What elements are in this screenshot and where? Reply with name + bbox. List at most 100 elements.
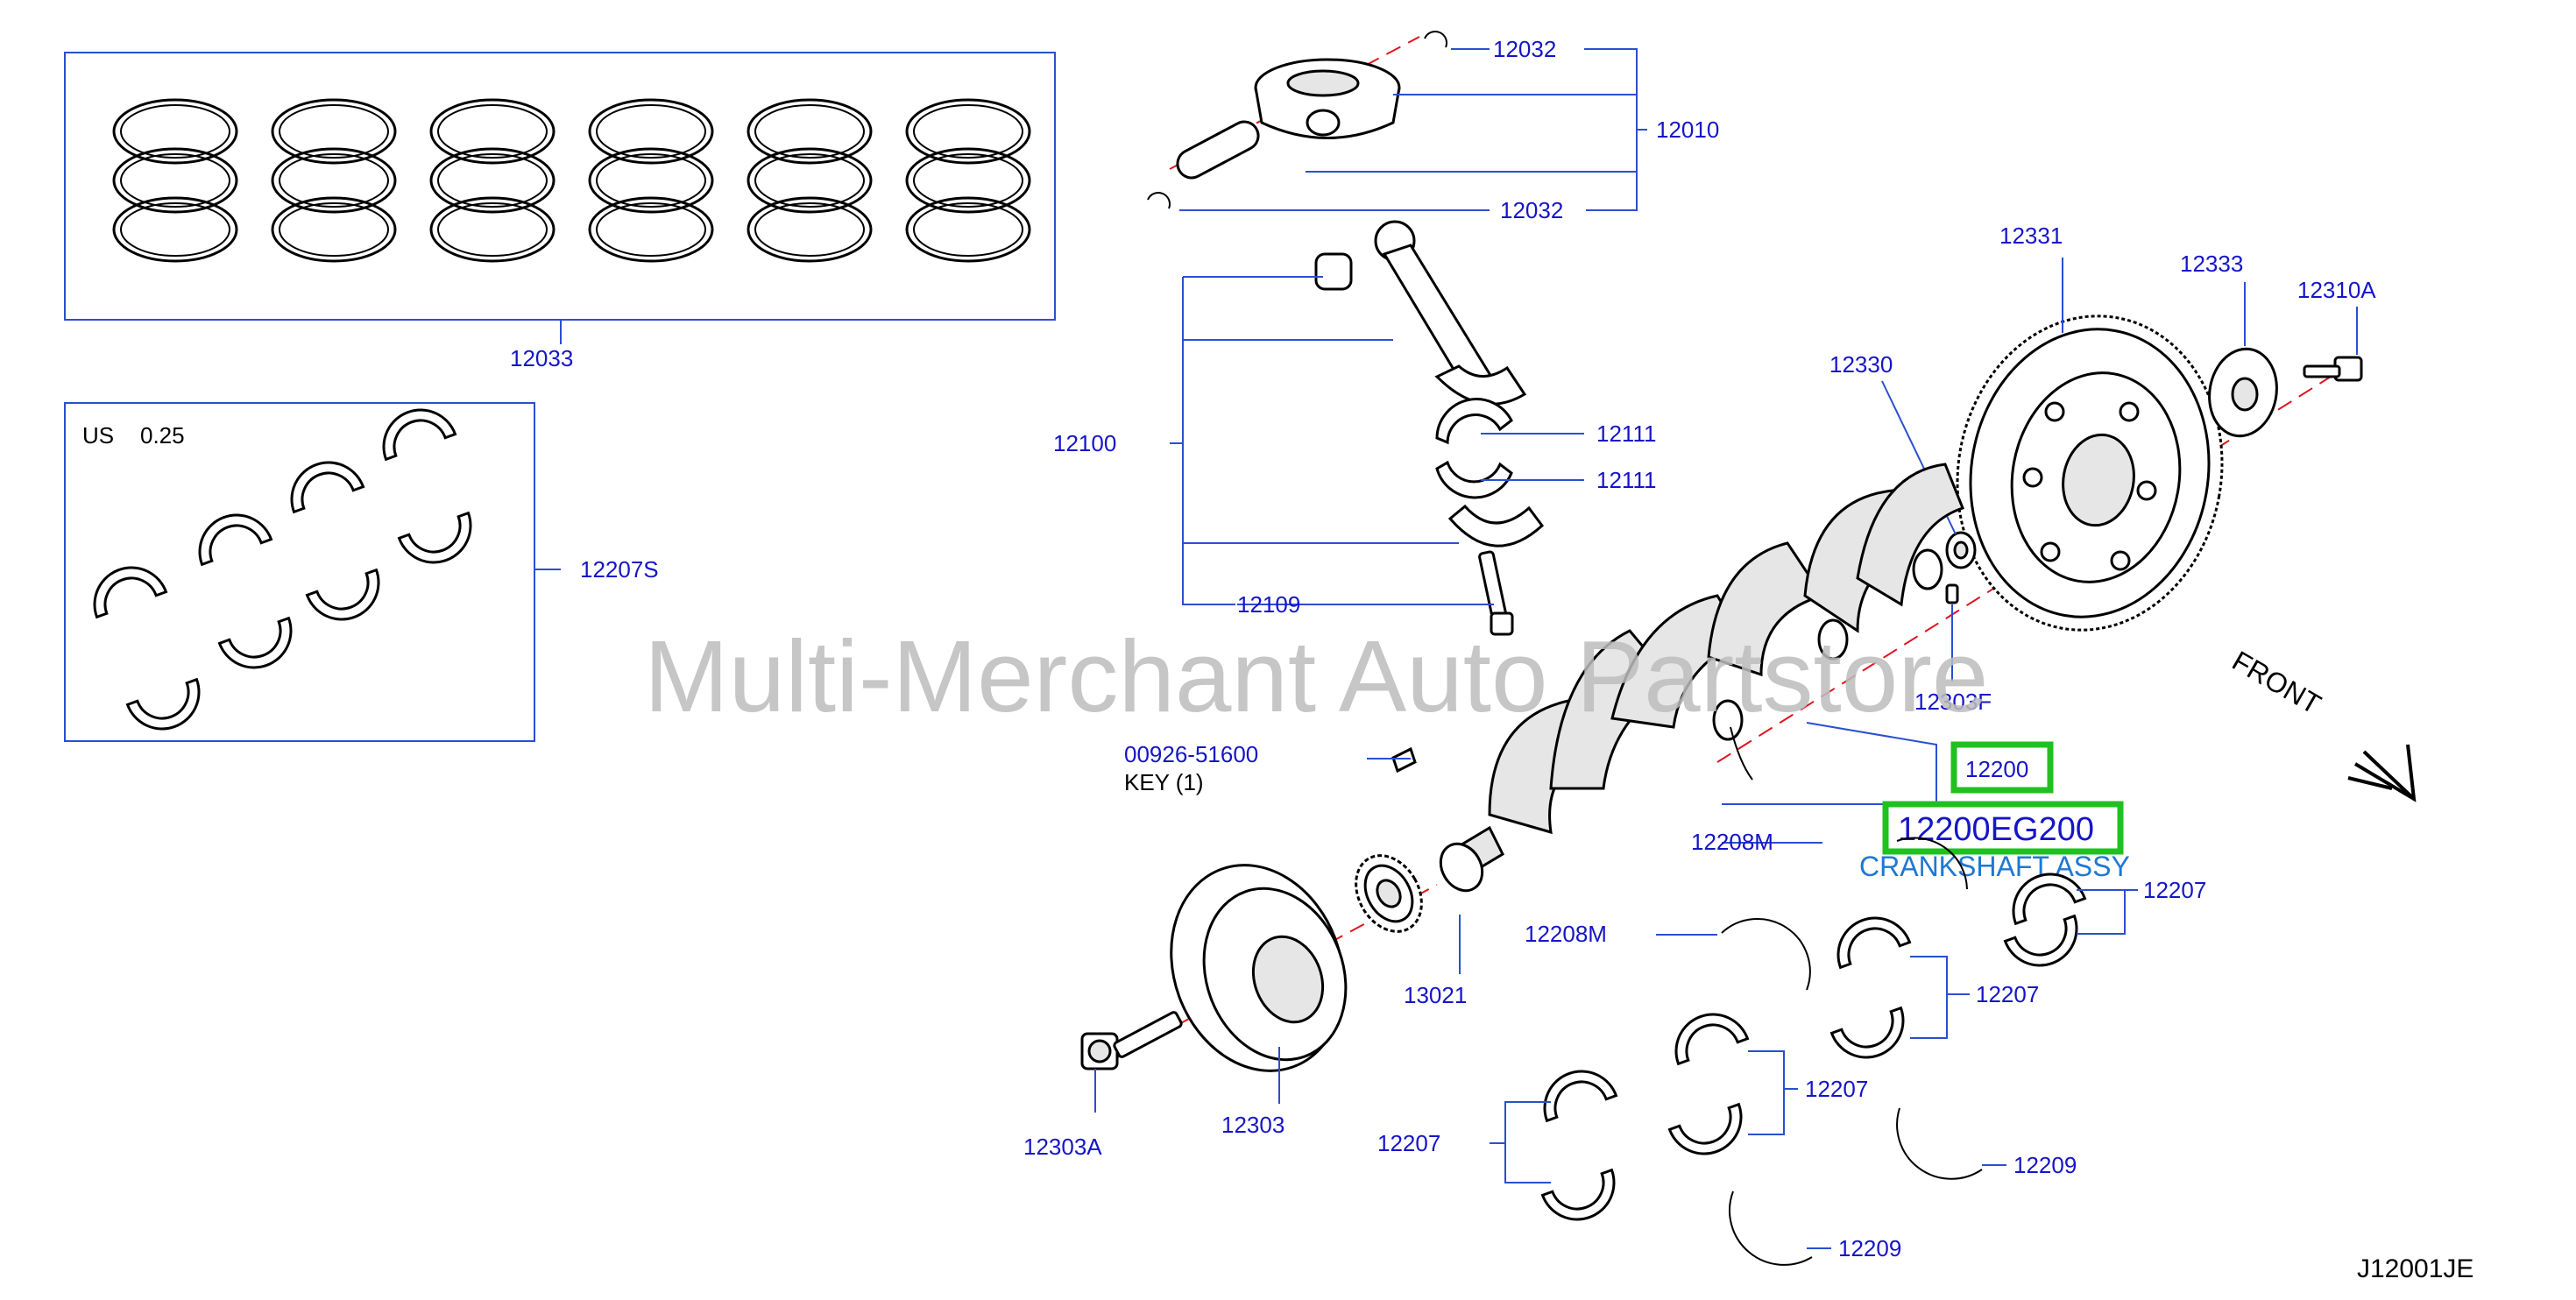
part-label-12330[interactable]: 12330 — [1829, 351, 1893, 378]
piston-ring — [588, 98, 714, 165]
piston-ring — [112, 147, 238, 214]
piston-ring-inner-edge — [279, 153, 389, 208]
part-label-12207S[interactable]: 12207S — [580, 556, 659, 583]
part-label-12207-d[interactable]: 12207 — [1377, 1130, 1440, 1156]
part-label-12333[interactable]: 12333 — [2180, 251, 2243, 277]
piston-pin[interactable] — [1172, 117, 1263, 182]
front-direction-label: FRONT — [2227, 645, 2326, 720]
piston-ring-inner-edge — [120, 202, 230, 257]
flywheel-drive-plate[interactable] — [1933, 295, 2247, 652]
flywheel-reinforcement-plate[interactable] — [2203, 343, 2283, 442]
undersize-label: US — [82, 422, 114, 449]
part-label-12209-b[interactable]: 12209 — [1838, 1235, 1901, 1261]
part-label-12209-a[interactable]: 12209 — [2013, 1152, 2077, 1178]
part-label-12032-upper[interactable]: 12032 — [1493, 36, 1556, 62]
part-label-12100[interactable]: 12100 — [1053, 430, 1116, 456]
piston-ring — [271, 196, 397, 263]
piston-ring-inner-edge — [913, 202, 1023, 257]
piston-ring-inner-edge — [913, 153, 1023, 208]
piston-ring — [429, 147, 556, 214]
connecting-rod[interactable] — [1314, 220, 1527, 406]
piston-ring-inner-edge — [913, 104, 1023, 159]
part-label-12111-upper[interactable]: 12111 — [1596, 420, 1656, 447]
main-bearing-set-a[interactable] — [2003, 864, 2087, 976]
part-label-12033[interactable]: 12033 — [510, 345, 573, 371]
piston-ring-inner-edge — [596, 104, 706, 159]
piston-ring-inner-edge — [596, 202, 706, 257]
highlighted-part-number[interactable]: 12200EG200 — [1898, 811, 2094, 848]
piston-ring — [588, 147, 714, 214]
piston[interactable] — [1254, 58, 1401, 139]
piston-ring — [905, 196, 1031, 263]
crank-sprocket[interactable] — [1343, 844, 1435, 943]
part-label-12303A[interactable]: 12303A — [1023, 1134, 1102, 1160]
part-label-12032-lower[interactable]: 12032 — [1500, 197, 1563, 223]
piston-ring — [747, 98, 873, 165]
part-label-00926-51600[interactable]: 00926-51600 — [1124, 741, 1258, 767]
piston-ring — [588, 196, 714, 263]
rod-bearing-upper[interactable] — [1435, 398, 1513, 445]
piston-ring — [271, 98, 397, 165]
thrust-washer-12209-a[interactable] — [1896, 1107, 1983, 1180]
dowel-pin[interactable] — [1945, 583, 1959, 604]
part-label-12207-b[interactable]: 12207 — [1976, 981, 2039, 1007]
piston-ring-inner-edge — [754, 202, 865, 257]
part-label-12331[interactable]: 12331 — [1999, 223, 2063, 249]
crankshaft[interactable] — [1433, 463, 1964, 898]
piston-ring — [905, 147, 1031, 214]
part-label-12207-a[interactable]: 12207 — [2143, 877, 2206, 903]
piston-ring — [747, 147, 873, 214]
front-arrow-icon — [2347, 744, 2417, 802]
part-label-12111-lower[interactable]: 12111 — [1596, 467, 1656, 493]
piston-ring — [429, 196, 556, 263]
part-label-12303[interactable]: 12303 — [1221, 1112, 1284, 1138]
key-quantity-note: KEY (1) — [1124, 769, 1204, 795]
crankshaft-key[interactable] — [1391, 746, 1417, 774]
piston-ring — [429, 98, 556, 165]
piston-ring — [271, 147, 397, 214]
main-bearing-set-c[interactable] — [1666, 1004, 1752, 1164]
thrust-washer-12208M[interactable] — [1721, 917, 1811, 991]
part-label-12208M-upper[interactable]: 12208M — [1691, 829, 1773, 855]
pilot-bushing[interactable] — [1945, 531, 1977, 569]
part-label-12200[interactable]: 12200 — [1965, 756, 2028, 782]
piston-ring-inner-edge — [437, 202, 548, 257]
part-label-12010[interactable]: 12010 — [1656, 117, 1719, 143]
thrust-washer-upper[interactable] — [1896, 837, 1968, 890]
highlight-box-12200 — [1950, 741, 2054, 794]
flywheel-bolt[interactable] — [2303, 356, 2363, 382]
snap-ring-upper[interactable] — [1424, 31, 1447, 48]
part-label-12207-c[interactable]: 12207 — [1805, 1076, 1868, 1102]
piston-ring-inner-edge — [279, 104, 389, 159]
undersize-bearing-shells[interactable] — [84, 399, 481, 739]
part-label-13021[interactable]: 13021 — [1404, 982, 1467, 1008]
part-label-12208M-lower[interactable]: 12208M — [1525, 921, 1607, 947]
piston-ring-inner-edge — [437, 153, 548, 208]
piston-ring-inner-edge — [754, 153, 865, 208]
crank-pulley[interactable] — [1143, 841, 1372, 1096]
piston-ring — [112, 196, 238, 263]
rod-bearing-lower[interactable] — [1435, 460, 1513, 499]
snap-ring-lower[interactable] — [1147, 192, 1171, 209]
watermark: Multi-Merchant Auto Partstore — [644, 619, 1988, 733]
diagram-reference: J12001JE — [2357, 1254, 2473, 1283]
piston-ring-sets[interactable] — [112, 98, 1031, 263]
piston-ring — [905, 98, 1031, 165]
highlighted-part-name: CRANKSHAFT ASSY — [1859, 851, 2130, 882]
highlight-box-part-number — [1882, 801, 2124, 855]
undersize-value: 0.25 — [140, 422, 185, 449]
rod-bolt[interactable] — [1478, 550, 1514, 636]
part-label-12303F[interactable]: 12303F — [1914, 689, 1992, 715]
part-label-12109[interactable]: 12109 — [1237, 591, 1300, 618]
piston-ring-inner-edge — [120, 104, 230, 159]
part-label-12310A[interactable]: 12310A — [2297, 277, 2376, 303]
crank-pulley-bolt[interactable] — [1080, 1011, 1183, 1070]
main-bearing-set-b[interactable] — [1828, 908, 1914, 1068]
thrust-washer-12209-b[interactable] — [1729, 1190, 1813, 1266]
piston-ring — [112, 98, 238, 165]
rod-cap[interactable] — [1447, 504, 1545, 548]
piston-ring — [747, 196, 873, 263]
piston-ring-inner-edge — [437, 104, 548, 159]
main-bearing-set-d[interactable] — [1534, 1061, 1624, 1230]
